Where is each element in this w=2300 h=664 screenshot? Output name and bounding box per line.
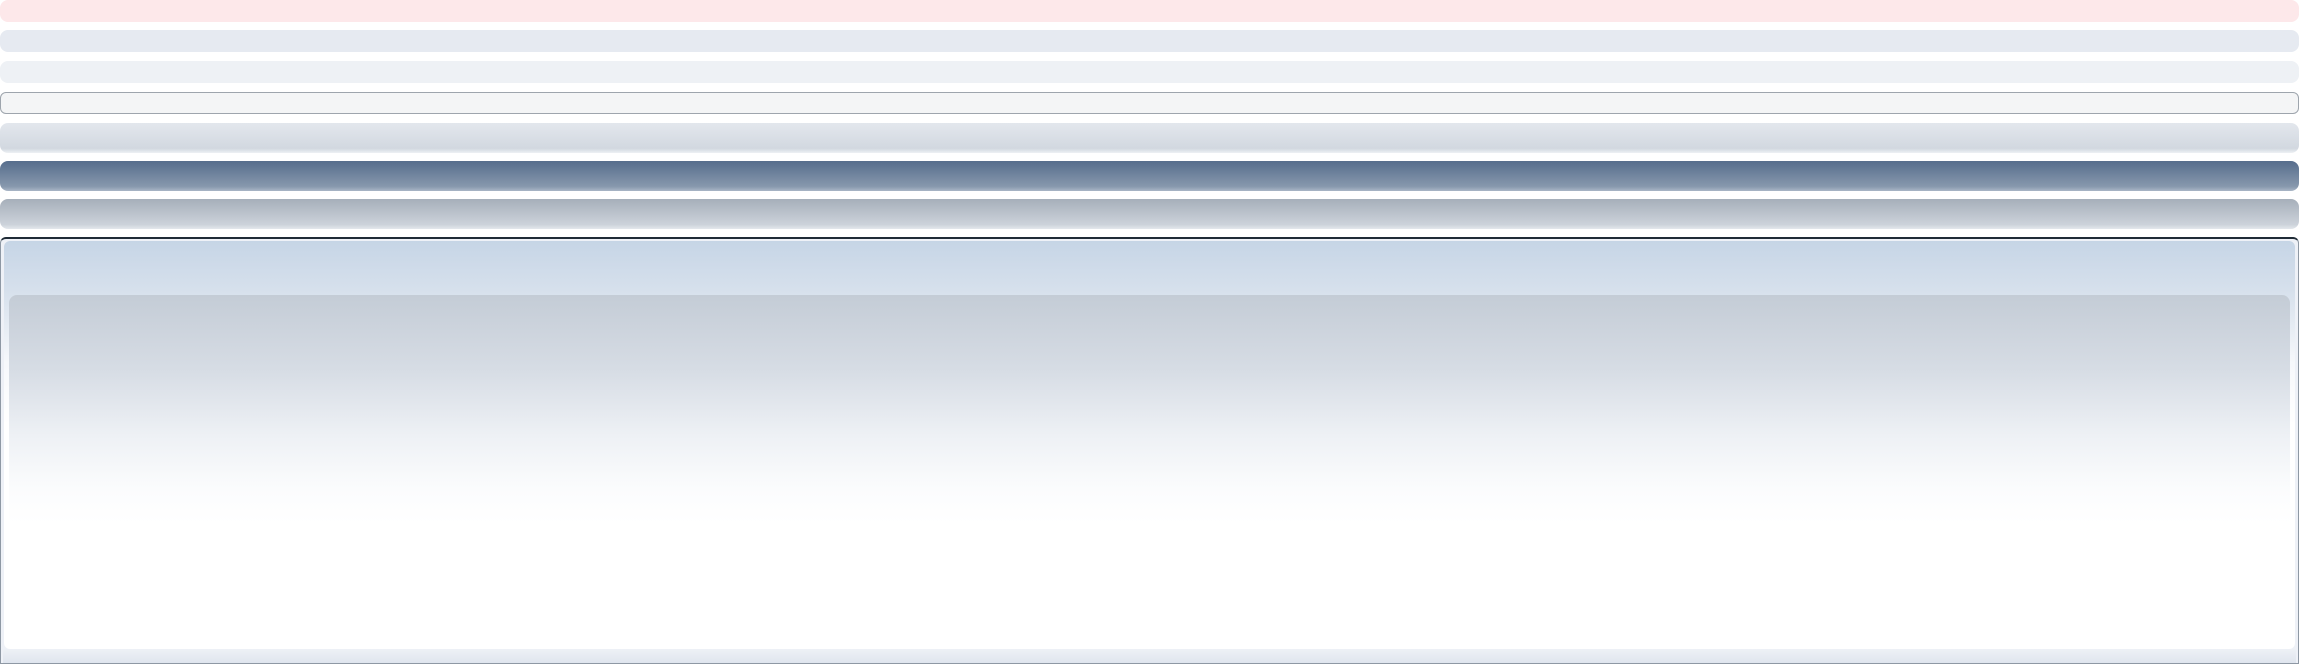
header-bar-light[interactable] [0, 123, 2299, 153]
alert-bar [0, 0, 2299, 22]
info-bar [0, 30, 2299, 52]
info-bar-secondary [0, 61, 2299, 83]
text-input-bar[interactable] [0, 92, 2299, 114]
content-panel [0, 237, 2299, 664]
content-panel-footer [3, 649, 2296, 663]
header-bar-gray[interactable] [0, 199, 2299, 229]
inner-content-panel [9, 295, 2290, 647]
header-bar-dark[interactable] [0, 161, 2299, 191]
